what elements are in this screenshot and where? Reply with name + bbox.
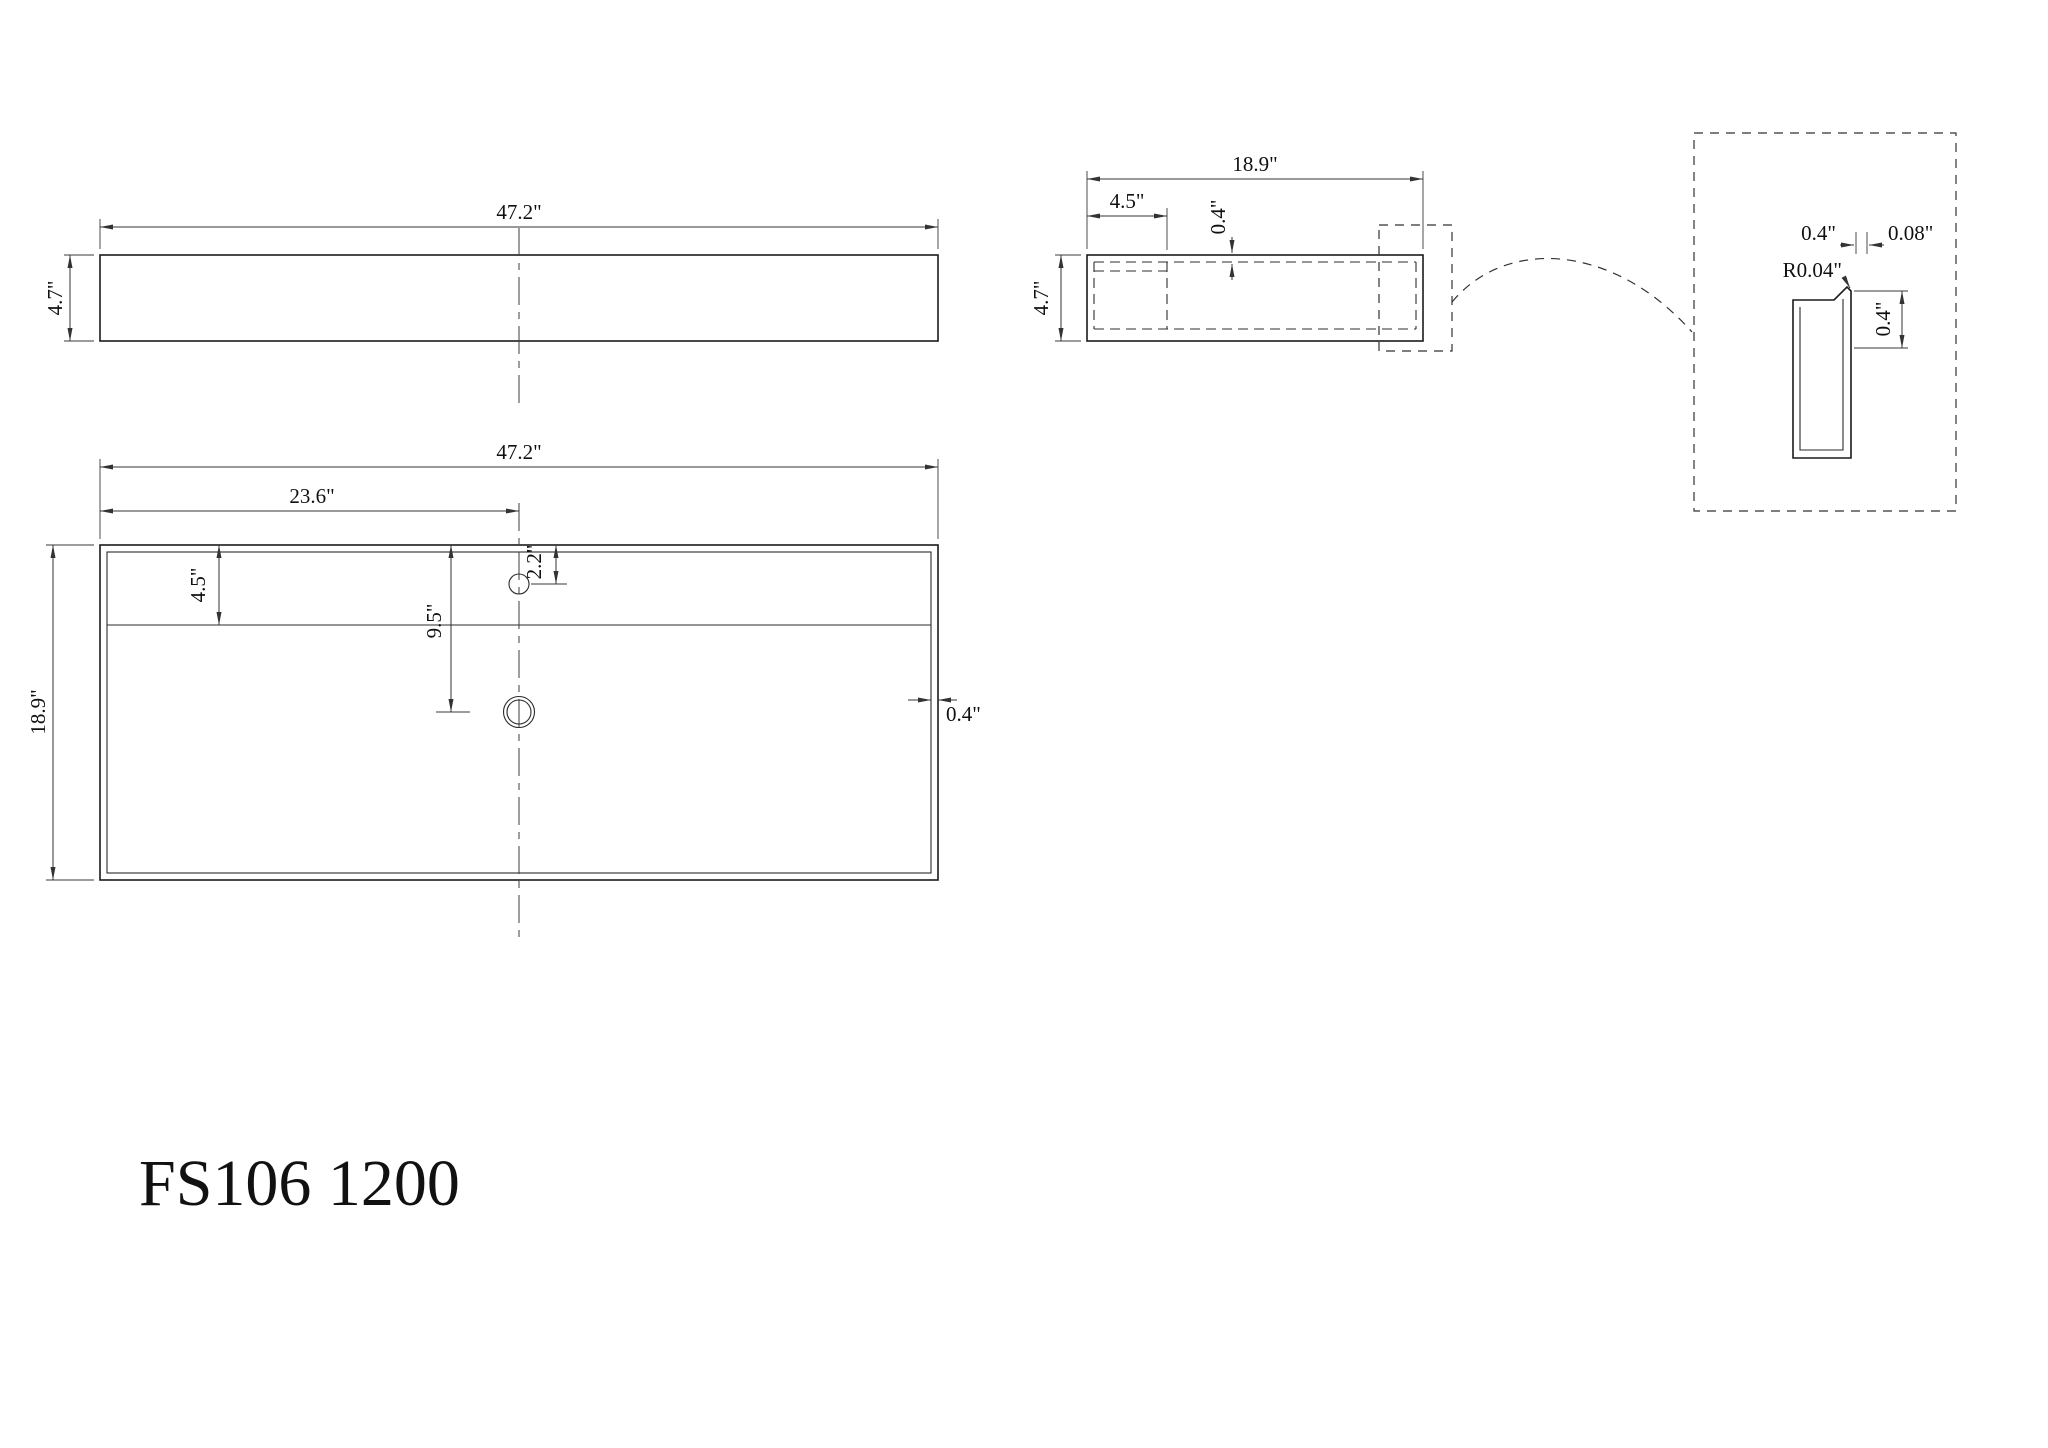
side-deck-depth-dim: 4.5" xyxy=(1110,189,1145,213)
plan-wall-thickness-dim: 0.4" xyxy=(946,702,981,726)
plan-width-dim: 47.2" xyxy=(496,440,541,464)
side-depth-dim: 18.9" xyxy=(1232,152,1277,176)
faucet-hole xyxy=(508,573,530,595)
title-block: FS106 1200 xyxy=(139,1147,460,1220)
plan-view: 47.2" 23.6" 4.5" 2.2" 9.5" 18.9" 0.4" xyxy=(26,440,981,938)
side-view: 18.9" 4.5" 0.4" 4.7" xyxy=(1029,152,1453,352)
plan-deck-depth-dim: 4.5" xyxy=(186,568,210,603)
detail-rim-width-dim: 0.4" xyxy=(1801,221,1836,245)
front-view: 47.2" 4.7" xyxy=(43,200,939,409)
drawing-title: FS106 1200 xyxy=(139,1147,460,1220)
side-wall-thickness-dim: 0.4" xyxy=(1206,200,1230,235)
plan-center-offset-dim: 23.6" xyxy=(289,484,334,508)
rim-section-inner xyxy=(1799,299,1844,451)
front-width-dim: 47.2" xyxy=(496,200,541,224)
side-outline xyxy=(1086,254,1424,342)
plan-faucet-offset-dim: 2.2" xyxy=(522,545,546,580)
detail-corner-radius-dim: R0.04" xyxy=(1783,258,1842,282)
detail-callout-box xyxy=(1378,224,1453,352)
detail-rim-depth-dim: 0.4" xyxy=(1871,302,1895,337)
side-height-dim: 4.7" xyxy=(1029,281,1053,316)
front-height-dim: 4.7" xyxy=(43,281,67,316)
detail-edge-flat-dim: 0.08" xyxy=(1888,221,1933,245)
plan-drain-offset-dim: 9.5" xyxy=(422,604,446,639)
drain-hole-outer xyxy=(502,695,536,729)
detail-view: 0.4" 0.08" R0.04" 0.4" xyxy=(1451,132,1957,512)
detail-leader-curve xyxy=(1451,257,1693,333)
detail-border xyxy=(1693,132,1957,512)
rim-section-outer xyxy=(1792,285,1852,459)
drain-hole-inner xyxy=(506,699,532,725)
plan-depth-dim: 18.9" xyxy=(26,689,50,734)
